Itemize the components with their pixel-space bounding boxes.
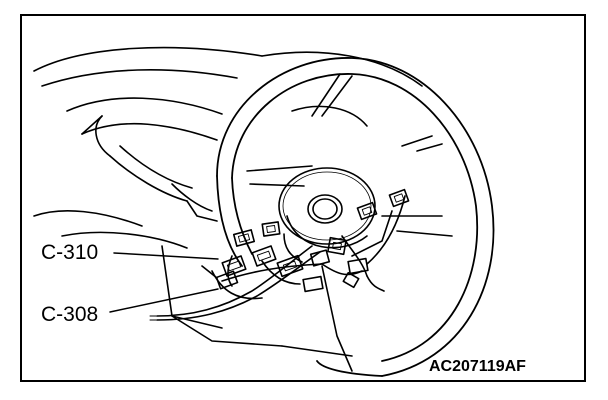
leader-lines (109, 252, 219, 313)
callout-c310: C-310 (41, 241, 99, 264)
wheel-spokes (246, 73, 453, 237)
clock-spring (278, 167, 376, 249)
column-cover (161, 245, 353, 372)
leader-c310 (113, 252, 219, 260)
callout-c308: C-308 (41, 303, 99, 326)
figure-frame: C-310 C-308 AC207119AF (20, 14, 586, 382)
leader-c308 (109, 288, 219, 313)
figure-id-label: AC207119AF (429, 358, 526, 375)
steering-wheel-rim (216, 57, 495, 377)
steering-wheel-illustration (33, 46, 495, 377)
connectors (215, 188, 410, 293)
dashboard-outline (33, 46, 423, 249)
